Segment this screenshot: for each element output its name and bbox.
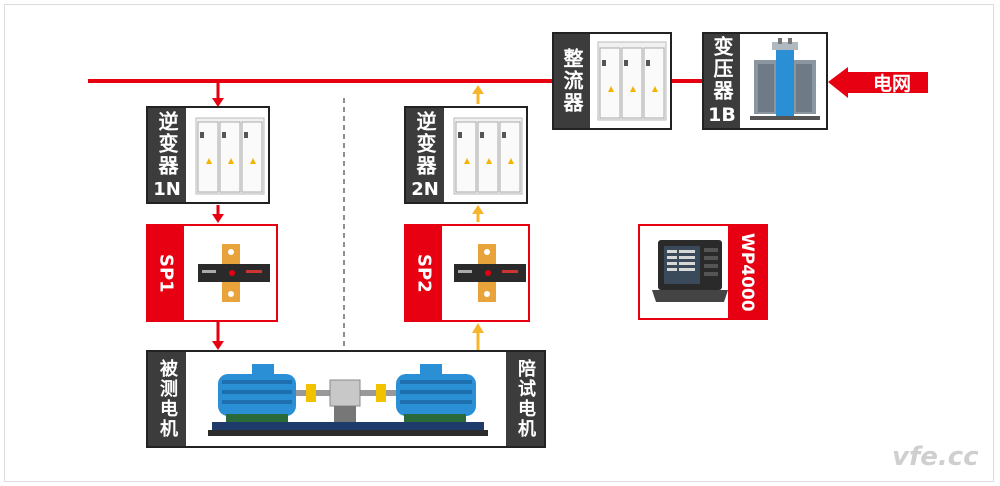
rectifier-label: 整流器 (560, 48, 584, 114)
inverter1-to-sp1-arrowhead (212, 214, 224, 223)
sp1-sensor-icon (198, 244, 270, 302)
wp4000-box: WP4000 (638, 224, 768, 320)
transformer-icon (750, 38, 820, 120)
inverter-2n-box: 逆变器 2N (404, 106, 528, 204)
inverter-1n-cabinet-icon (195, 117, 265, 195)
motor-bench-icon (208, 364, 488, 436)
sp1-box: SP1 (146, 224, 278, 322)
transformer-label: 变压器 1B (704, 34, 740, 128)
sp1-label-panel: SP1 (148, 226, 184, 320)
rectifier-box: 整流器 (552, 32, 672, 130)
load-motor-label-panel: 陪试电机 (506, 352, 544, 446)
bus-to-inverter1-arrowhead (212, 98, 224, 107)
sp2-box: SP2 (404, 224, 530, 322)
inverter2-to-bus-arrowhead (472, 85, 484, 94)
watermark-text: vfe.cc (892, 442, 979, 472)
inverter-1n-box: 逆变器 1N (146, 106, 270, 204)
grid-label: 电网 (872, 72, 911, 95)
wp4000-analyzer-icon (652, 240, 728, 302)
diagram-frame (4, 4, 994, 482)
inverter-2n-cabinet-icon (453, 117, 523, 195)
rectifier-label-panel: 整流器 (554, 34, 590, 128)
transformer-label-line2: 1B (708, 104, 736, 126)
grid-arrow-shape (828, 67, 928, 98)
inverter-2n-label: 逆变器 2N (406, 108, 444, 202)
sp2-label-panel: SP2 (406, 226, 442, 320)
sp2-sensor-icon (454, 244, 526, 302)
rectifier-cabinet-icon (597, 41, 667, 121)
sp2-label: SP2 (413, 253, 435, 293)
transformer-box: 变压器 1B (702, 32, 828, 130)
inverter-1n-label: 逆变器 1N (148, 108, 186, 202)
load-motor-label: 陪试电机 (515, 359, 536, 439)
motor-under-test-label-panel: 被测电机 (148, 352, 186, 446)
wp4000-label: WP4000 (737, 232, 757, 312)
motor-under-test-label: 被测电机 (157, 359, 178, 439)
inverter-2n-label-line2: 2N (411, 178, 439, 200)
motor-bench-box: 被测电机 陪试电机 (146, 350, 546, 448)
wp4000-label-panel: WP4000 (728, 226, 766, 318)
sp2-to-inverter2-arrowhead (472, 205, 484, 214)
motor-to-sp2-arrowhead (472, 323, 484, 333)
inverter-1n-label-line1: 逆变器 (155, 110, 179, 177)
inverter-2n-label-line1: 逆变器 (413, 110, 437, 177)
sp1-label: SP1 (155, 253, 177, 293)
transformer-label-line1: 变压器 (710, 36, 734, 102)
inverter-1n-label-line2: 1N (153, 178, 181, 200)
sp1-to-motor-arrowhead (212, 341, 224, 350)
